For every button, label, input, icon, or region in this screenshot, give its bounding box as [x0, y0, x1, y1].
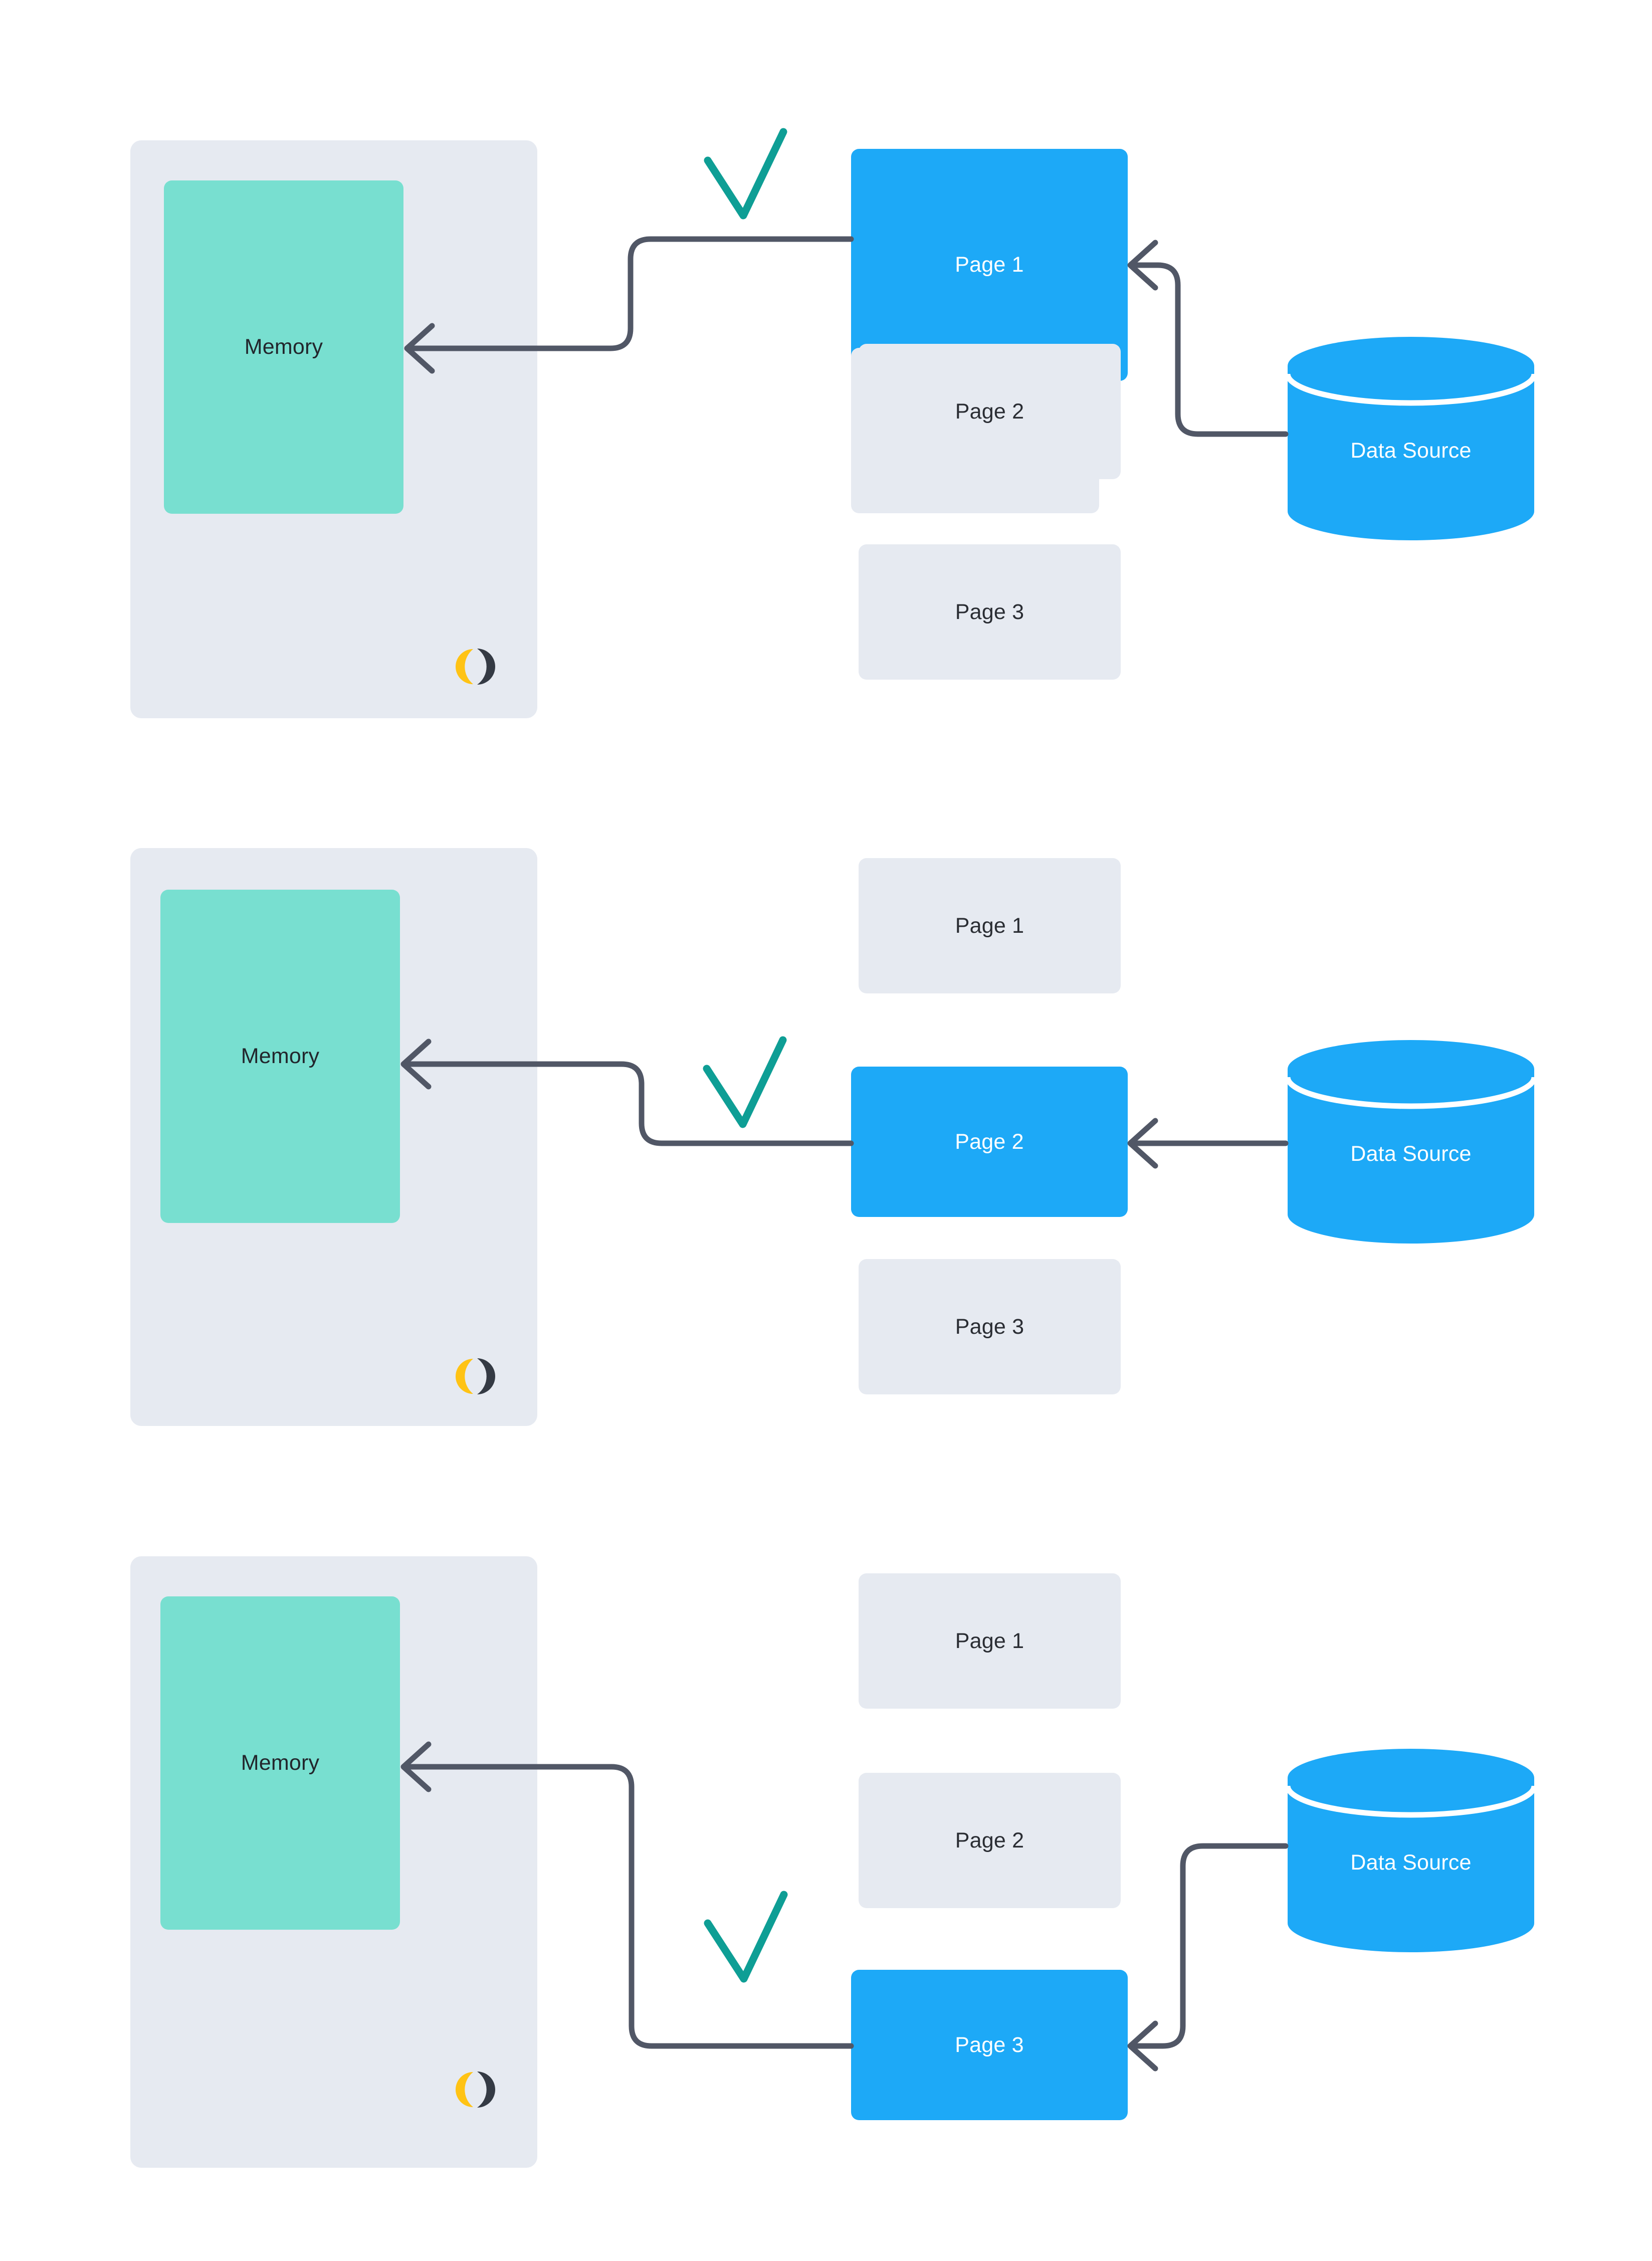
page-box-step-3-page-2[interactable]: Page 2 [859, 1773, 1121, 1908]
page-label: Page 3 [955, 599, 1024, 624]
memory-box-step-3: Memory [160, 1596, 400, 1930]
check-icon-step-1 [704, 128, 787, 220]
page-label: Page 3 [955, 2032, 1024, 2057]
datasource-cylinder-step-2[interactable]: Data Source [1285, 1039, 1537, 1250]
arrow-datasource-to-page3-step-3 [1127, 1843, 1289, 2072]
memory-box-step-1: Memory [164, 180, 403, 514]
check-icon-step-3 [704, 1891, 788, 1983]
page-label: Page 2 [955, 1129, 1024, 1154]
datasource-label: Data Source [1350, 1142, 1472, 1166]
brand-logo-icon [444, 2057, 514, 2123]
memory-label: Memory [241, 1751, 320, 1775]
check-icon-step-2 [703, 1036, 787, 1128]
datasource-label: Data Source [1350, 1851, 1472, 1875]
datasource-label: Data Source [1350, 439, 1472, 463]
datasource-cylinder-step-1[interactable]: Data Source [1285, 336, 1537, 546]
memory-label: Memory [244, 335, 323, 359]
page-label: Page 1 [955, 1628, 1024, 1653]
page-label: Page 2 [955, 1828, 1024, 1853]
page-box-step-1-page-1[interactable]: Page 1 [851, 149, 1128, 381]
brand-logo-icon [444, 634, 514, 700]
arrow-datasource-to-page2-step-2 [1127, 1118, 1289, 1169]
page-box-step-2-page-2[interactable]: Page 2 [851, 1067, 1128, 1217]
page-box-step-3-page-1[interactable]: Page 1 [859, 1573, 1121, 1709]
page-box-step-2-page-3[interactable]: Page 3 [859, 1259, 1121, 1394]
page-box-step-2-page-1[interactable]: Page 1 [859, 858, 1121, 993]
memory-label: Memory [241, 1044, 320, 1068]
memory-box-step-2: Memory [160, 890, 400, 1223]
page-box-step-1-page-3[interactable]: Page 3 [859, 544, 1121, 680]
brand-logo-icon [444, 1343, 514, 1409]
arrow-datasource-to-page1-step-1 [1127, 240, 1289, 437]
page-label: Page 1 [955, 253, 1024, 277]
datasource-cylinder-step-3[interactable]: Data Source [1285, 1748, 1537, 1958]
page-label: Page 3 [955, 1314, 1024, 1339]
page-box-step-1-page-2-real[interactable]: Page 2 [859, 344, 1121, 479]
page-label: Page 1 [955, 913, 1024, 938]
page-label: Page 2 [955, 399, 1024, 424]
page-box-step-3-page-3[interactable]: Page 3 [851, 1970, 1128, 2120]
